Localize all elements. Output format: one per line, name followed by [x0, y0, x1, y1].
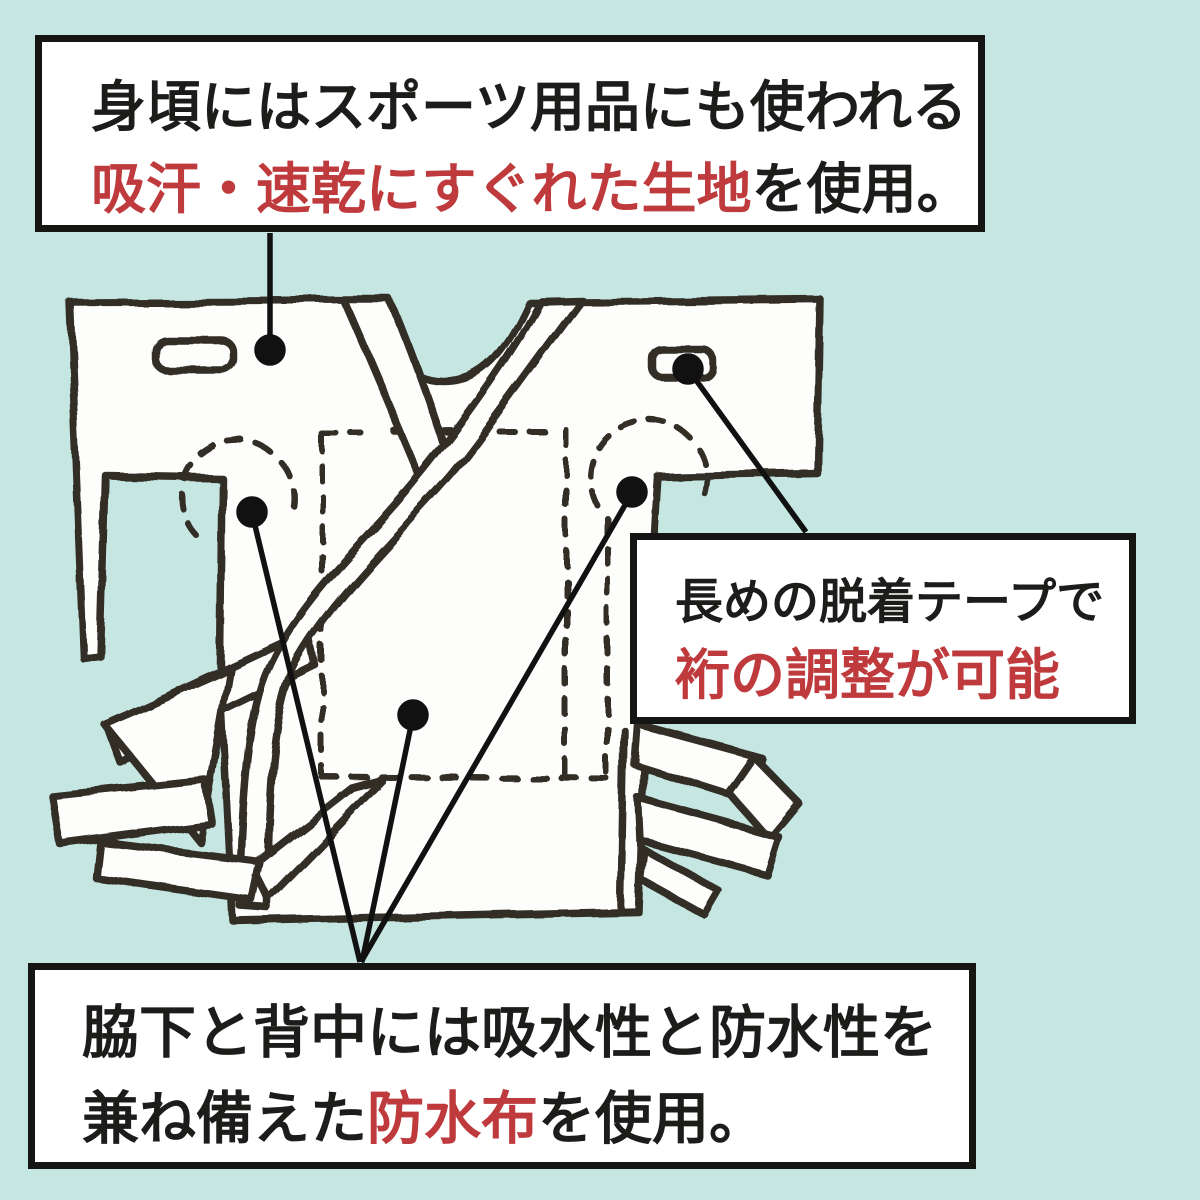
connector-left-underarm	[249, 512, 363, 963]
callout-box-tape: 長めの脱着テープで 裄の調整が可能	[630, 533, 1136, 724]
connector-center	[359, 715, 416, 963]
marker-dot-center	[397, 699, 429, 731]
right-side-fold-line	[617, 726, 628, 914]
marker-dot-right-underarm	[616, 476, 648, 508]
garment-sketch	[48, 295, 824, 925]
hidden-seam-dashes	[178, 417, 710, 782]
marker-dot-sleeve	[254, 334, 286, 366]
marker-dot-tape	[672, 353, 704, 385]
fabric-text-line1: 身頃にはスポーツ用品にも使われる	[91, 76, 968, 138]
waterproof-text-line1: 脇下と背中には吸水性と防水性を	[82, 1001, 937, 1065]
waterproof-text-line2: 兼ね備えた防水布を使用。	[82, 1087, 766, 1151]
collar-right-band	[236, 296, 586, 912]
tape-text-line1: 長めの脱着テープで	[675, 576, 1105, 629]
marker-dot-left-underarm	[236, 496, 268, 528]
tape-text-line2: 裄の調整が可能	[675, 644, 1061, 706]
fabric-text-line2: 吸汗・速乾にすぐれた生地を使用。	[91, 158, 972, 220]
left-waist-tie	[48, 664, 386, 904]
left-sleeve-tape-slot	[151, 336, 237, 374]
callout-box-fabric: 身頃にはスポーツ用品にも使われる 吸汗・速乾にすぐれた生地を使用。	[35, 35, 985, 232]
callout-box-waterproof: 脇下と背中には吸水性と防水性を 兼ね備えた防水布を使用。	[28, 963, 976, 1169]
connector-mid	[685, 367, 809, 534]
right-waist-tie	[630, 720, 802, 920]
callout-markers	[236, 233, 809, 964]
connector-right-underarm	[358, 491, 635, 964]
